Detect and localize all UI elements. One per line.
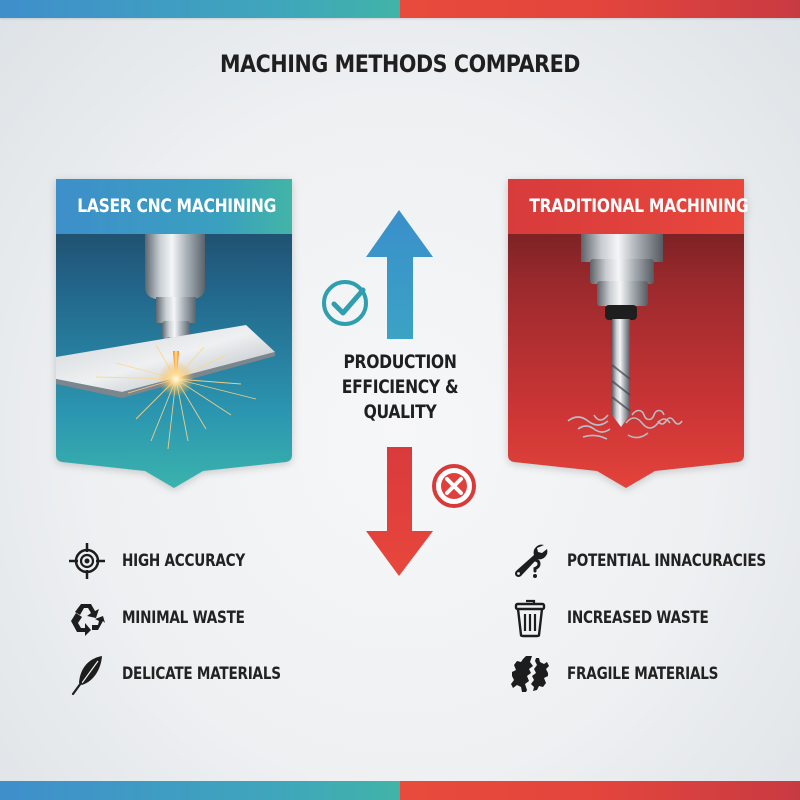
traditional-features-list: POTENTIAL INNACURACIES INCREASED WASTE F…: [503, 533, 800, 703]
recycle-icon: [60, 597, 114, 639]
center-label-line-3: QUALITY: [363, 401, 437, 423]
feature-label: HIGH ACCURACY: [122, 551, 245, 572]
feature-minimal-waste: MINIMAL WASTE: [60, 590, 321, 647]
feature-potential-inaccuracies: POTENTIAL INNACURACIES: [503, 533, 800, 590]
feature-label: FRAGILE MATERIALS: [567, 664, 719, 685]
arrow-up-icon: [366, 210, 433, 339]
feature-label: POTENTIAL INNACURACIES: [567, 551, 766, 572]
feature-label: INCREASED WASTE: [567, 607, 709, 628]
traditional-machining-panel: TRADITIONAL MACHINING: [508, 179, 749, 489]
feature-label: DELICATE MATERIALS: [122, 664, 281, 685]
feature-label: MINIMAL WASTE: [122, 607, 245, 628]
laser-cnc-panel: LASER CNC MACHINING: [56, 179, 292, 489]
laser-panel-title: LASER CNC MACHINING: [77, 195, 277, 217]
production-efficiency-label: PRODUCTION EFFICIENCY & QUALITY: [326, 350, 474, 425]
feature-fragile-materials: FRAGILE MATERIALS: [503, 646, 800, 703]
wrench-question-icon: [503, 540, 557, 582]
top-color-bar: [0, 0, 800, 18]
crosshair-target-icon: [60, 540, 114, 582]
feature-delicate-materials: DELICATE MATERIALS: [60, 646, 321, 703]
drill-panel-graphic: [508, 179, 744, 488]
laser-panel-graphic: [56, 179, 292, 488]
broken-gear-icon: [503, 653, 557, 695]
feature-increased-waste: INCREASED WASTE: [503, 590, 800, 647]
x-circle-icon: [432, 464, 476, 508]
feather-icon: [60, 653, 114, 696]
center-comparison-graphic: [322, 210, 476, 576]
bottom-bar-red: [400, 781, 800, 800]
check-circle-icon: [322, 280, 368, 326]
trash-can-icon: [503, 597, 557, 639]
bottom-color-bar: [0, 781, 800, 800]
traditional-panel-title: TRADITIONAL MACHINING: [529, 195, 749, 217]
arrow-down-icon: [366, 447, 433, 576]
laser-features-list: HIGH ACCURACY MINIMAL WASTE DELICATE MAT…: [60, 533, 321, 703]
bottom-bar-blue: [0, 781, 400, 800]
center-label-line-1: PRODUCTION: [343, 351, 457, 373]
center-label-line-2: EFFICIENCY &: [341, 376, 459, 398]
top-bar-red: [400, 0, 800, 18]
feature-high-accuracy: HIGH ACCURACY: [60, 533, 321, 590]
top-bar-blue: [0, 0, 400, 18]
page-title: MACHING METHODS COMPARED: [220, 50, 580, 78]
